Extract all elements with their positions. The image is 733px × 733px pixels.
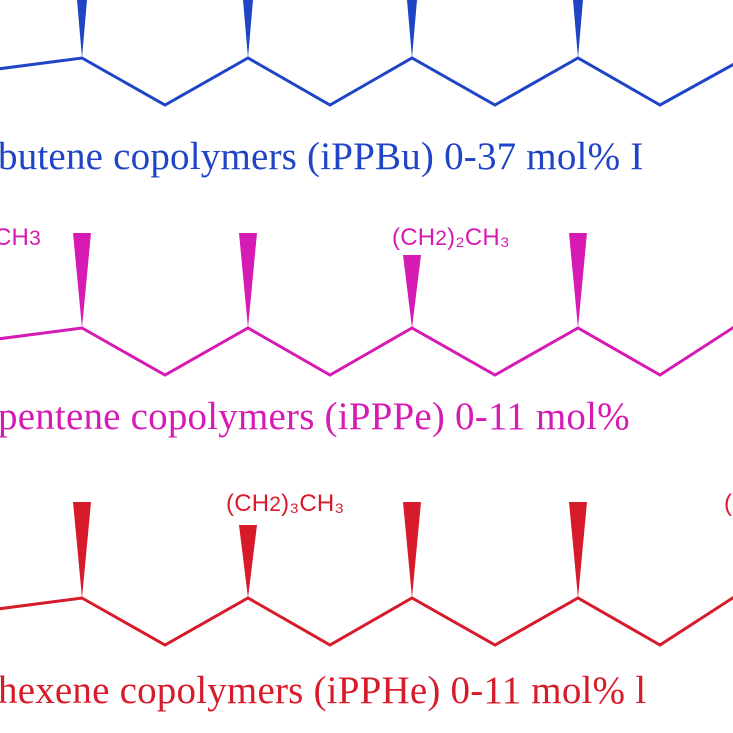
pentene-wedge-bond [403, 255, 421, 328]
butene-wedge-bond [573, 0, 583, 58]
hexene-backbone [0, 595, 733, 647]
butene-wedge-bond [243, 0, 253, 58]
pentene-chain-structure [0, 233, 733, 377]
butene-caption: butene copolymers (iPPBu) 0-37 mol% I [0, 135, 644, 178]
hexene-wedge-bond [73, 502, 91, 598]
pentene-wedge-bond [73, 233, 91, 328]
butene-wedge-bond [77, 0, 87, 58]
hexene-wedge-bond [569, 502, 587, 598]
hexene-wedge-bond [403, 502, 421, 598]
pentene-wedge-bond [569, 233, 587, 328]
pentene-backbone [0, 325, 733, 377]
pentene-wedge-bond [239, 233, 257, 328]
butene-wedge-bond [407, 0, 417, 58]
hexene-wedge-bond [239, 525, 257, 598]
hexene-substituent-label-butyl: (CH2)₃CH₃ [226, 490, 345, 517]
hexene-caption: hexene copolymers (iPPHe) 0-11 mol% l [0, 669, 647, 712]
pentene-substituent-label-propyl: (CH2)₂CH₃ [392, 224, 510, 251]
pentene-caption: pentene copolymers (iPPPe) 0-11 mol% [0, 395, 630, 438]
butene-backbone [0, 56, 733, 107]
pentene-substituent-label-methyl: CH3 [0, 224, 41, 251]
hexene-chain-structure [0, 502, 733, 647]
butene-chain-structure [0, 0, 733, 107]
hexene-substituent-label-partial: ( [724, 490, 733, 517]
